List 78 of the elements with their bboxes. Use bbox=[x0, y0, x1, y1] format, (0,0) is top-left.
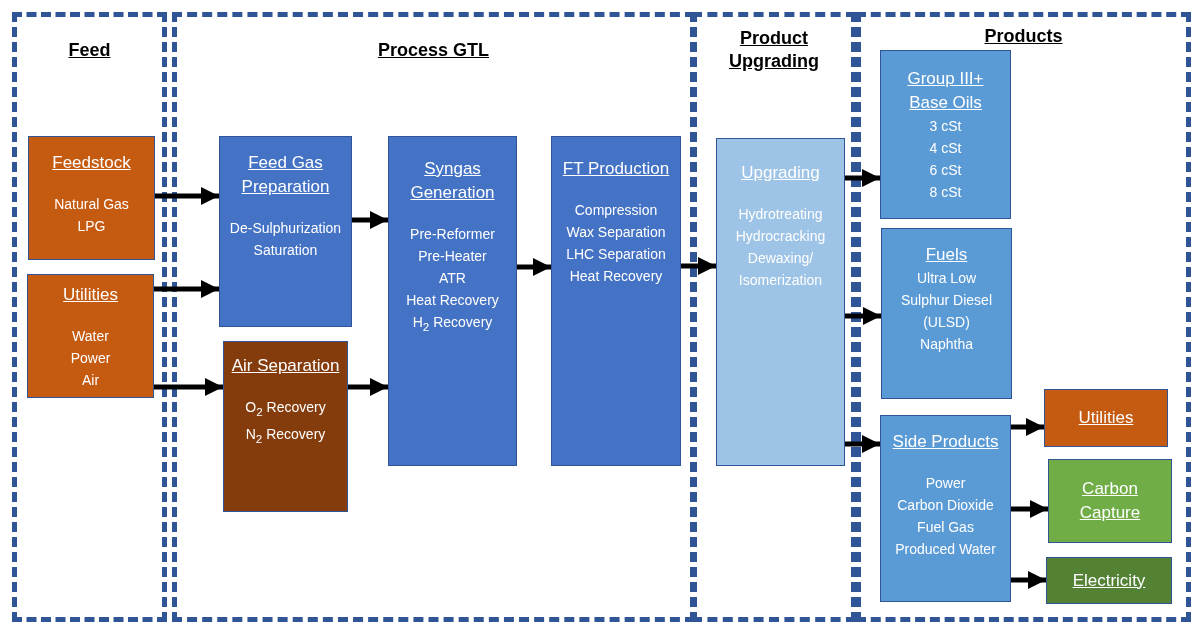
box-heading: FT Production bbox=[562, 158, 670, 180]
box-text: LPG bbox=[77, 217, 106, 236]
process-box bbox=[1046, 557, 1172, 604]
process-box bbox=[881, 228, 1012, 399]
box-heading: Electricity bbox=[1072, 569, 1146, 592]
dashed-section-frame bbox=[856, 12, 1191, 622]
box-text: N$_{2}$ Recovery bbox=[245, 424, 326, 447]
box-text: Saturation bbox=[253, 241, 318, 260]
box-heading: Feedstock bbox=[52, 152, 131, 174]
arrow bbox=[845, 435, 880, 453]
arrow bbox=[845, 169, 880, 187]
section-heading: Products bbox=[984, 25, 1063, 48]
box-text: Natural Gas bbox=[54, 195, 129, 214]
box-text: Hydrocracking bbox=[735, 227, 826, 246]
box-heading: Utilities bbox=[63, 284, 118, 306]
dashed-section-frame bbox=[692, 12, 856, 622]
box-text: 3 cSt bbox=[929, 117, 962, 136]
box-text: Heat Recovery bbox=[406, 291, 499, 310]
process-box bbox=[1048, 459, 1172, 543]
box-text: Ultra Low Sulphur Diesel (ULSD) bbox=[899, 269, 994, 332]
process-box bbox=[716, 138, 845, 466]
box-heading: Syngas Generation bbox=[409, 158, 496, 204]
process-box bbox=[27, 274, 154, 398]
box-text: Air bbox=[81, 371, 100, 390]
box-text: Fuel Gas bbox=[917, 518, 974, 537]
box-heading: Upgrading bbox=[741, 162, 820, 184]
process-box bbox=[28, 136, 155, 260]
box-text: Wax Separation bbox=[566, 223, 666, 242]
process-box bbox=[880, 415, 1011, 602]
arrow bbox=[681, 257, 716, 275]
arrow bbox=[517, 258, 551, 276]
box-text: O$_{2}$ Recovery bbox=[245, 398, 326, 420]
box-heading: Group III+ Base Oils bbox=[906, 68, 985, 114]
box-heading: Side Products bbox=[892, 431, 999, 453]
box-text: H$_{2}$ Recovery bbox=[412, 313, 493, 335]
process-box bbox=[1044, 389, 1168, 447]
box-text: ATR bbox=[439, 269, 466, 288]
box-text: Pre-Reformer bbox=[410, 225, 495, 244]
box-text: 6 cSt bbox=[929, 161, 962, 180]
section-heading: Product Upgrading bbox=[728, 27, 820, 73]
box-heading: Utilities bbox=[1078, 407, 1134, 429]
arrow bbox=[1011, 418, 1044, 436]
arrow bbox=[352, 211, 388, 229]
arrow bbox=[155, 187, 219, 205]
box-text: Pre-Heater bbox=[418, 247, 487, 266]
dashed-section-frame bbox=[172, 12, 695, 622]
box-text: Power bbox=[70, 349, 111, 368]
box-text: LHC Separation bbox=[566, 245, 666, 264]
box-heading: Air Separation bbox=[231, 355, 340, 377]
box-text: Heat Recovery bbox=[569, 267, 663, 286]
process-box bbox=[551, 136, 681, 466]
section-heading: Process GTL bbox=[377, 39, 489, 62]
process-box bbox=[880, 50, 1011, 219]
arrow bbox=[154, 280, 219, 298]
dashed-section-frame bbox=[12, 12, 167, 622]
box-text: Hydrotreating bbox=[738, 205, 823, 224]
box-text: 4 cSt bbox=[929, 139, 962, 158]
box-text: De-Sulphurization bbox=[229, 219, 342, 238]
process-box bbox=[219, 136, 352, 327]
box-text: Compression bbox=[574, 201, 658, 220]
arrow bbox=[1011, 571, 1046, 589]
box-text: Power bbox=[925, 474, 966, 493]
box-text: 8 cSt bbox=[929, 183, 962, 202]
box-heading: Carbon Capture bbox=[1078, 478, 1142, 524]
arrow bbox=[154, 378, 223, 396]
box-text: Water bbox=[72, 327, 109, 346]
box-text: Naphtha bbox=[920, 335, 973, 354]
arrow bbox=[845, 307, 881, 325]
box-text: Produced Water bbox=[895, 540, 996, 559]
arrow bbox=[1011, 500, 1048, 518]
section-heading: Feed bbox=[68, 39, 111, 62]
box-text: Dewaxing/ Isomerization bbox=[737, 249, 824, 290]
arrow bbox=[348, 378, 388, 396]
process-box bbox=[223, 341, 348, 512]
box-heading: Fuels bbox=[925, 244, 968, 266]
box-heading: Feed Gas Preparation bbox=[240, 152, 331, 198]
box-text: Carbon Dioxide bbox=[897, 496, 994, 515]
process-box bbox=[388, 136, 517, 466]
